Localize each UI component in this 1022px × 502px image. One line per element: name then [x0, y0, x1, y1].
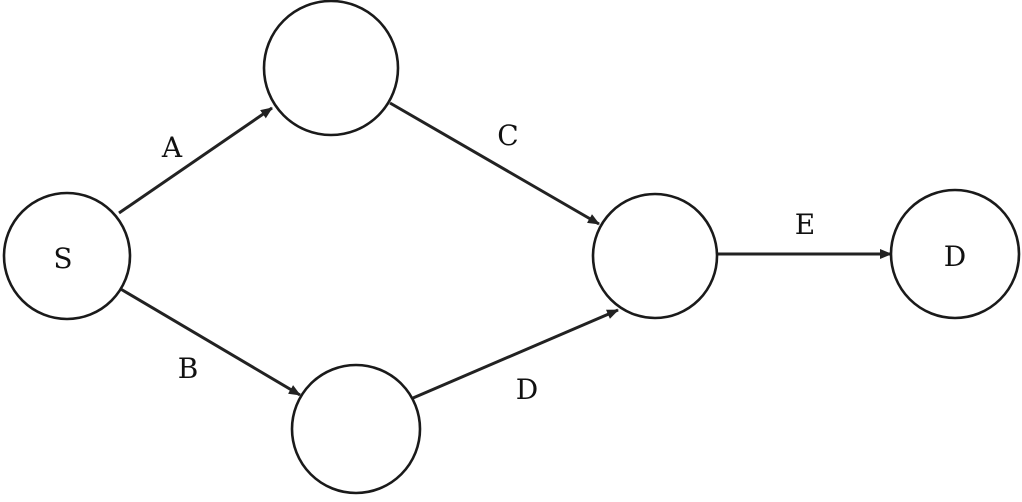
- edges: [118, 101, 892, 400]
- edge-labels: A B C D E: [161, 119, 815, 406]
- node-top: [262, 0, 400, 137]
- node-start-label: S: [53, 242, 72, 275]
- edge-b-line: [118, 286, 301, 397]
- edge-e-label: E: [795, 208, 815, 241]
- edge-d-line: [412, 308, 619, 400]
- edge-c-label: C: [497, 119, 518, 152]
- edge-a-line: [118, 106, 273, 215]
- node-end-label: D: [944, 240, 966, 273]
- node-merge: [591, 192, 719, 320]
- edge-a-label: A: [161, 131, 183, 164]
- edge-d-label: D: [516, 373, 538, 406]
- edge-b-label: B: [178, 352, 199, 385]
- node-start: S: [2, 191, 132, 321]
- node-end: D: [889, 188, 1021, 320]
- edge-c-line: [389, 101, 600, 226]
- node-bottom: [290, 363, 422, 495]
